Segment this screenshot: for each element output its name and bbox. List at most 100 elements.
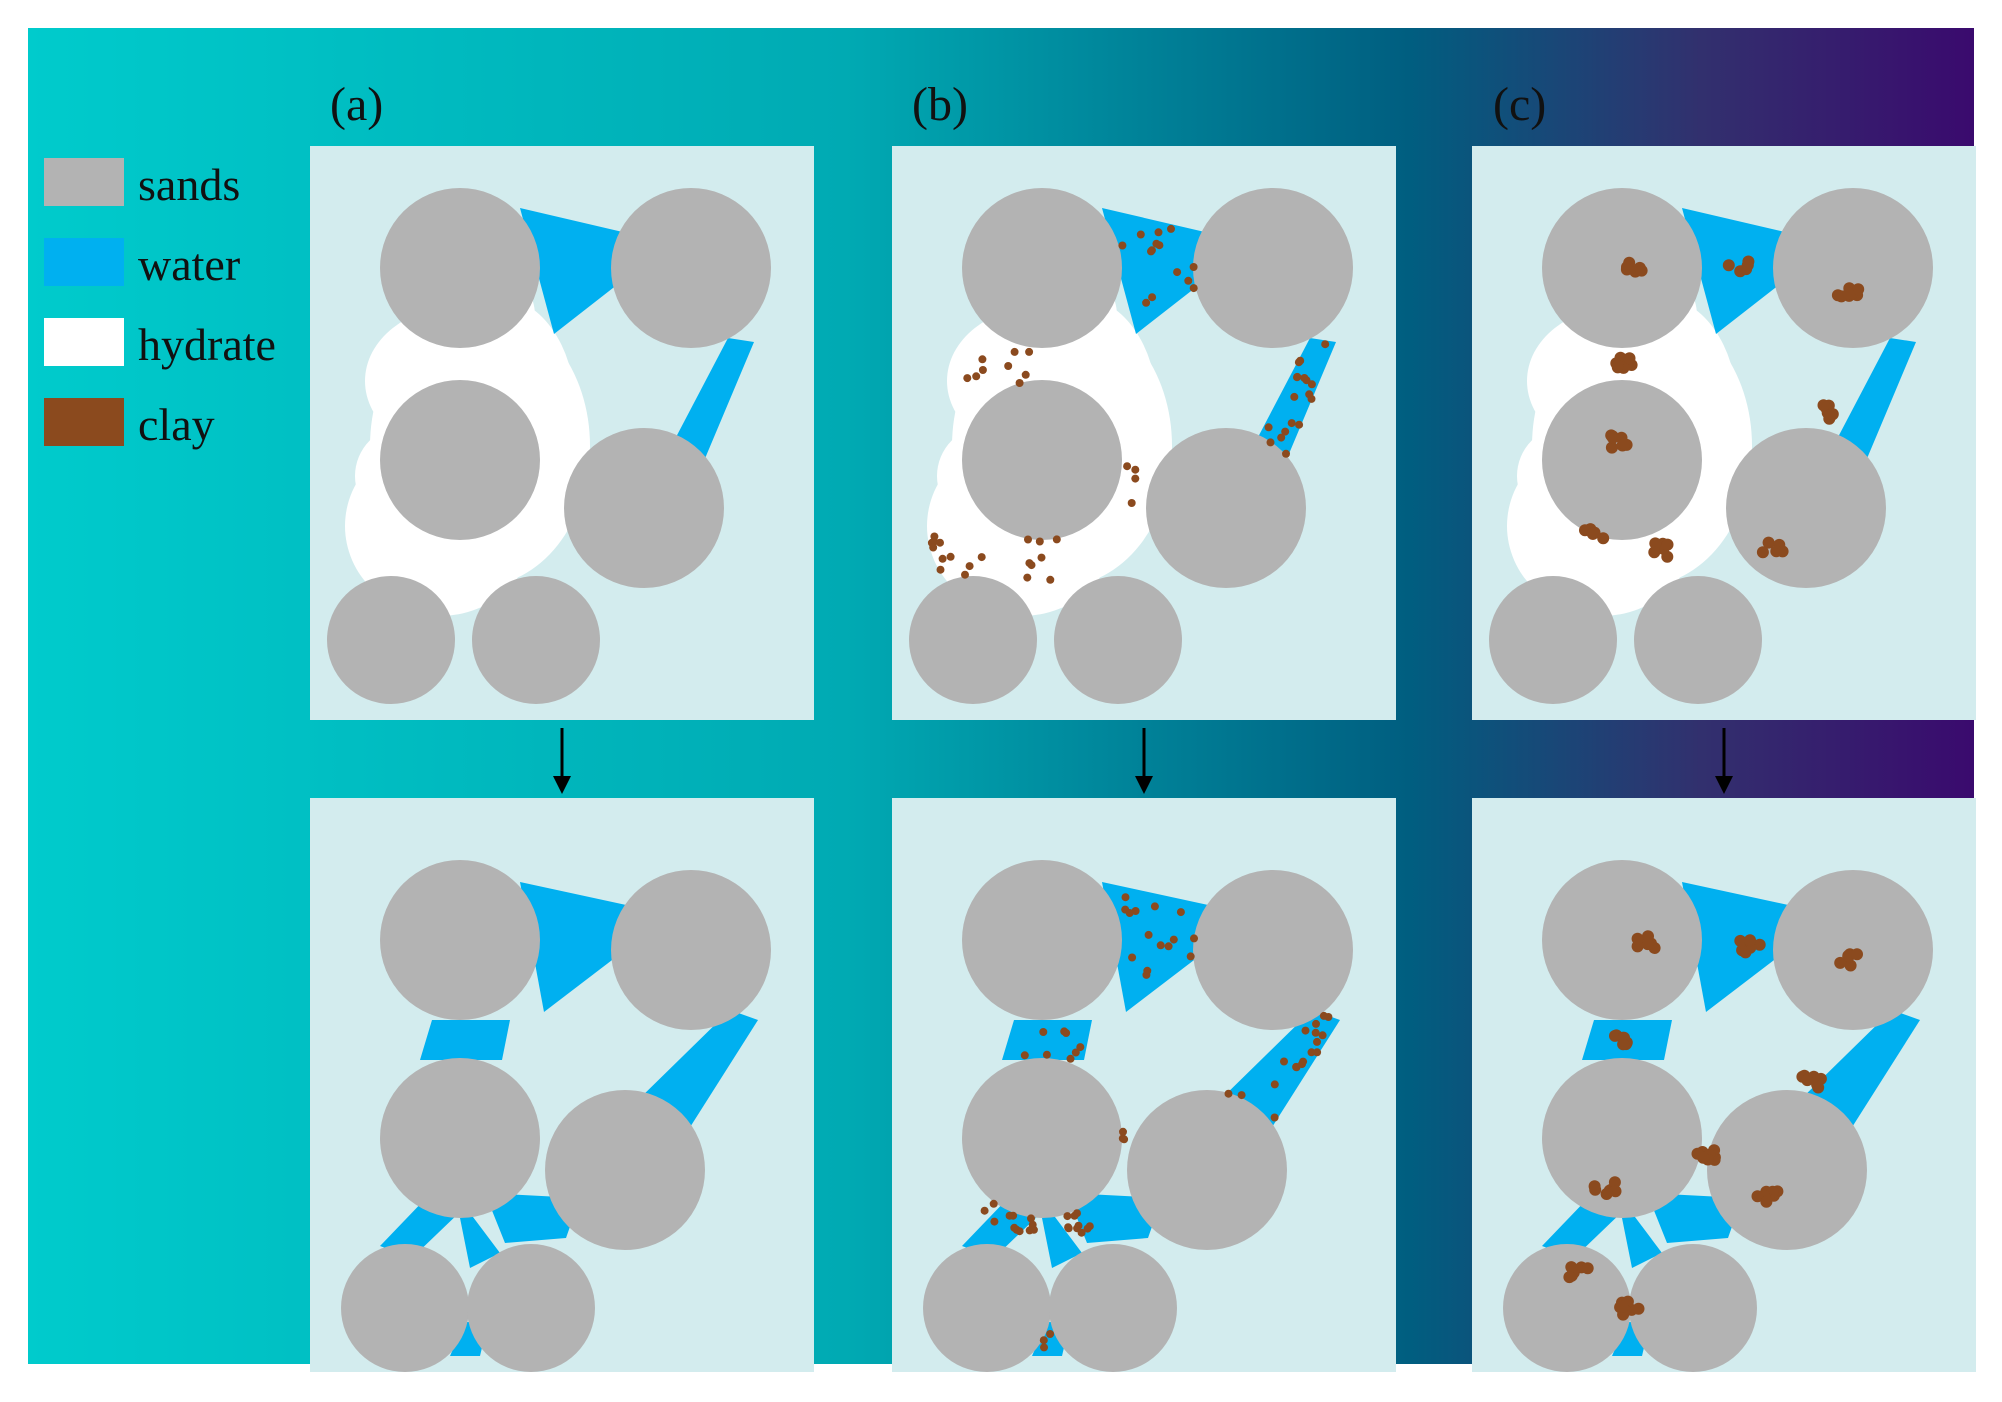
clay-particle [1118, 241, 1127, 250]
water-bridge [1622, 1213, 1662, 1268]
clay-particle [1307, 1048, 1316, 1057]
clay-particle [1186, 952, 1195, 961]
clay-particle [1073, 1209, 1081, 1218]
clay-cluster [1606, 431, 1619, 444]
sand-grain [1542, 860, 1702, 1020]
clay-cluster [1826, 408, 1839, 421]
clay-particle [1009, 1211, 1018, 1220]
clay-particle [1063, 1212, 1072, 1221]
sand-grain [380, 1058, 540, 1218]
clay-cluster [1597, 532, 1610, 545]
sand-grain [380, 380, 540, 540]
legend: sands water hydrate clay [44, 158, 276, 450]
clay-particle [1184, 276, 1193, 285]
sand-grain [962, 1058, 1122, 1218]
clay-particle [1264, 423, 1273, 432]
legend-swatch-water [44, 238, 124, 286]
clay-cluster [1589, 1183, 1602, 1196]
clay-particle [1131, 474, 1140, 483]
clay-particle [1021, 370, 1030, 379]
clay-particle [1318, 1031, 1327, 1040]
clay-particle [1301, 1026, 1310, 1035]
clay-particle [1015, 379, 1024, 387]
panel-b-bottom [892, 798, 1396, 1372]
sand-grain [341, 1244, 469, 1372]
clay-cluster [1611, 359, 1624, 372]
clay-particle [977, 553, 986, 562]
clay-particle [990, 1217, 999, 1226]
clay-particle [1027, 1214, 1035, 1223]
clay-particle [1119, 1127, 1127, 1136]
clay-cluster [1842, 287, 1855, 300]
clay-particle [1156, 941, 1165, 950]
sand-grain [1542, 1058, 1702, 1218]
sand-grain [611, 870, 771, 1030]
clay-particles [1563, 930, 1863, 1321]
clay-cluster [1834, 956, 1847, 969]
clay-particle [1311, 1028, 1320, 1037]
panel-label-a: (a) [330, 78, 383, 131]
clay-particle [1020, 1051, 1029, 1060]
clay-cluster [1762, 536, 1775, 549]
clay-particle [1037, 553, 1046, 562]
clay-particle [1167, 224, 1175, 233]
clay-particle [1270, 1113, 1279, 1122]
clay-cluster [1648, 546, 1661, 559]
clay-particle [1131, 465, 1140, 474]
panel-a-bottom [310, 798, 814, 1372]
clay-particle [1066, 1054, 1075, 1063]
clay-particle [1123, 462, 1132, 471]
clay-cluster [1631, 932, 1644, 945]
clay-particle [978, 355, 987, 364]
clay-particle [972, 372, 981, 381]
sand-grain [1127, 1090, 1287, 1250]
clay-particle [1190, 934, 1198, 943]
clay-cluster [1565, 1261, 1578, 1274]
clay-particle [978, 366, 987, 374]
clay-cluster [1776, 545, 1789, 558]
clay-particle [1039, 1028, 1048, 1036]
sand-grain [1193, 870, 1353, 1030]
clay-particle [1169, 935, 1178, 944]
clay-cluster [1618, 438, 1631, 451]
clay-cluster [1756, 546, 1769, 559]
clay-particle [1010, 347, 1019, 356]
clay-particle [1144, 930, 1153, 939]
clay-cluster [1697, 1151, 1710, 1164]
clay-particle [1142, 298, 1151, 307]
clay-particle [1128, 953, 1137, 962]
clay-particle [1321, 340, 1330, 349]
water-bridge [420, 1020, 510, 1060]
clay-particle [1073, 1224, 1082, 1233]
clay-particle [936, 538, 944, 547]
clay-particle [930, 532, 939, 541]
sand-grain [380, 860, 540, 1020]
sand-grain [962, 860, 1122, 1020]
clay-cluster [1617, 1038, 1630, 1051]
clay-particle [1164, 942, 1173, 951]
legend-swatch-clay [44, 398, 124, 446]
clay-cluster [1641, 938, 1654, 951]
water-bridge [460, 1213, 500, 1268]
clay-cluster [1742, 255, 1755, 268]
clay-particle [961, 570, 969, 579]
clay-particle [1224, 1089, 1233, 1098]
clay-particle [1293, 372, 1302, 381]
sand-grain [1503, 1244, 1631, 1372]
clay-cluster [1649, 537, 1662, 550]
clay-particle [965, 562, 974, 571]
sand-grain [1773, 188, 1933, 348]
clay-particle [1307, 380, 1316, 389]
clay-particle [1035, 537, 1044, 546]
clay-particle [1042, 1050, 1051, 1059]
clay-particle [1176, 908, 1185, 917]
clay-particle [1039, 1336, 1048, 1345]
clay-particles [927, 224, 1330, 584]
clay-particle [1064, 1224, 1073, 1233]
sand-grain [472, 576, 600, 704]
clay-particle [980, 1206, 989, 1215]
clay-particles [980, 893, 1333, 1352]
clay-particle [1052, 535, 1061, 544]
clay-particle [1292, 1062, 1301, 1071]
sand-grain [611, 188, 771, 348]
